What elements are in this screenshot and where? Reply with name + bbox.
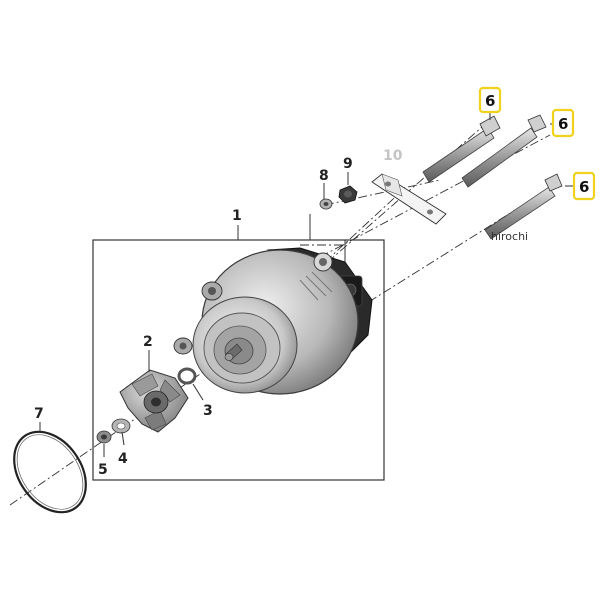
bolt-6-middle bbox=[461, 114, 547, 188]
bracket-8-9 bbox=[309, 172, 349, 262]
washer-4 bbox=[111, 418, 131, 434]
callout-7: 7 bbox=[34, 406, 44, 422]
bracket-10 bbox=[371, 173, 447, 225]
circlip-3 bbox=[177, 367, 197, 385]
highlight-6c bbox=[572, 171, 596, 201]
bolt-6-lower bbox=[484, 173, 563, 240]
callout-8: 8 bbox=[319, 168, 329, 184]
alternator-body bbox=[173, 247, 373, 395]
washer-8 bbox=[319, 198, 333, 210]
callout-6c: 6 bbox=[579, 178, 589, 196]
callout-3: 3 bbox=[203, 403, 213, 419]
callout-5: 5 bbox=[98, 462, 108, 478]
callout-1: 1 bbox=[232, 208, 242, 224]
bolt-6-upper bbox=[422, 115, 501, 183]
watermark: hirochi bbox=[491, 230, 528, 243]
callout-4: 4 bbox=[118, 451, 128, 467]
rotor-2 bbox=[119, 369, 189, 433]
highlight-6a bbox=[478, 86, 502, 114]
highlight-boxes bbox=[478, 86, 596, 201]
o-ring-7 bbox=[13, 430, 87, 514]
callout-6b: 6 bbox=[558, 115, 568, 133]
nut-5 bbox=[96, 430, 112, 444]
leaders-small-parts bbox=[39, 350, 204, 457]
callout-6a: 6 bbox=[485, 92, 495, 110]
highlight-6b bbox=[551, 108, 575, 138]
callout-2: 2 bbox=[143, 334, 153, 350]
callout-9: 9 bbox=[343, 156, 353, 172]
nut-9 bbox=[338, 185, 358, 204]
callout-10: 10 bbox=[383, 148, 403, 164]
